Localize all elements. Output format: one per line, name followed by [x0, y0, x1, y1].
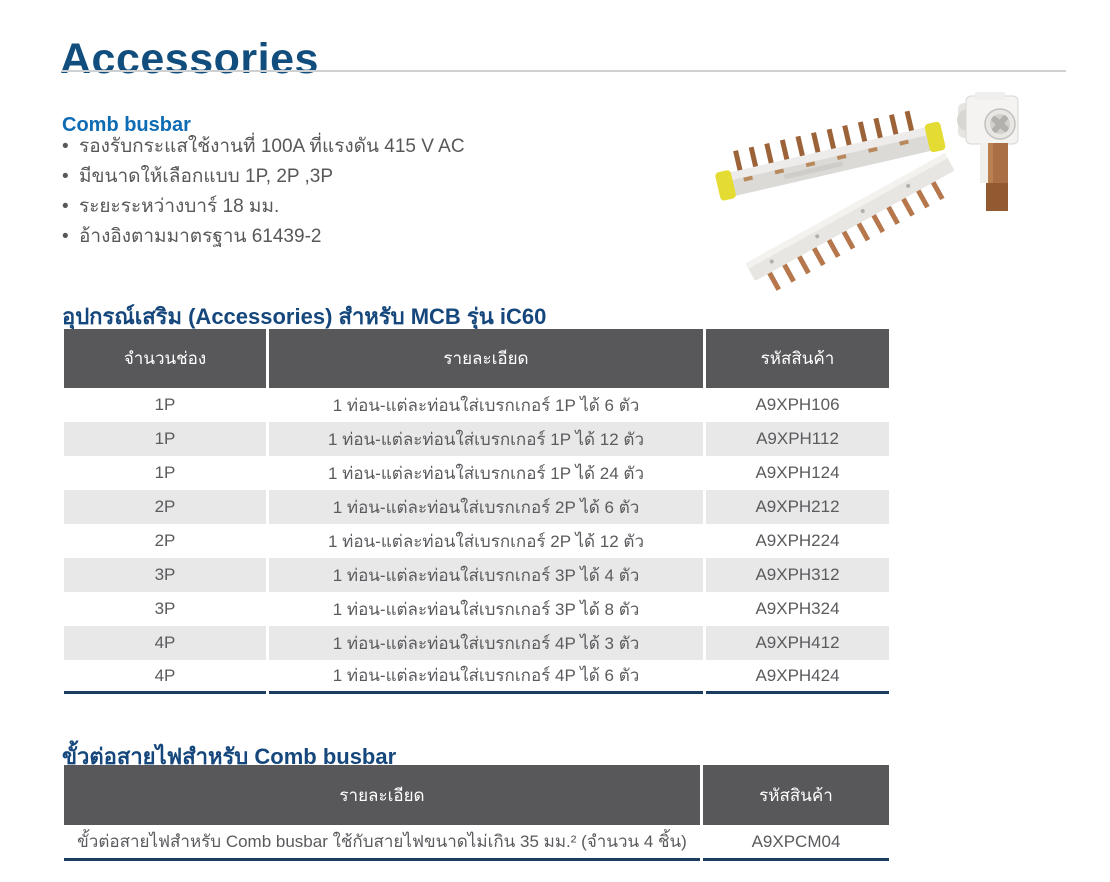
- cell-poles: 1P: [64, 422, 266, 456]
- comb-busbar-photo-bottom: [745, 152, 954, 291]
- cell-description: 1 ท่อน-แต่ละท่อนใส่เบรกเกอร์ 1P ได้ 6 ตั…: [269, 388, 703, 422]
- column-header-product-code: รหัสสินค้า: [703, 765, 889, 825]
- cell-description: 1 ท่อน-แต่ละท่อนใส่เบรกเกอร์ 4P ได้ 3 ตั…: [269, 626, 703, 660]
- cell-product-code: A9XPH412: [706, 626, 889, 660]
- cell-poles: 4P: [64, 626, 266, 660]
- cell-poles: 2P: [64, 524, 266, 558]
- page-title: Accessories: [60, 34, 319, 83]
- cell-description: 1 ท่อน-แต่ละท่อนใส่เบรกเกอร์ 1P ได้ 24 ต…: [269, 456, 703, 490]
- cell-description: 1 ท่อน-แต่ละท่อนใส่เบรกเกอร์ 3P ได้ 4 ตั…: [269, 558, 703, 592]
- cell-product-code: A9XPH124: [706, 456, 889, 490]
- cell-poles: 3P: [64, 592, 266, 626]
- accessories-table-title: อุปกรณ์เสริม (Accessories) สำหรับ MCB รุ…: [62, 304, 547, 330]
- cell-poles: 1P: [64, 456, 266, 490]
- comb-busbar-photo-top: [715, 110, 946, 201]
- cell-description: 1 ท่อน-แต่ละท่อนใส่เบรกเกอร์ 4P ได้ 6 ตั…: [269, 660, 703, 694]
- cell-product-code: A9XPH324: [706, 592, 889, 626]
- column-header-poles: จำนวนช่อง: [64, 329, 266, 388]
- cell-product-code: A9XPH112: [706, 422, 889, 456]
- comb-busbar-heading: Comb busbar: [62, 113, 191, 136]
- accessories-table: จำนวนช่อง รายละเอียด รหัสสินค้า 1P 1 ท่อ…: [64, 329, 889, 694]
- cable-connector-photo: [957, 92, 1019, 211]
- bullet-item: ระยะระหว่างบาร์ 18 มม.: [62, 192, 682, 222]
- cell-poles: 1P: [64, 388, 266, 422]
- cell-product-code: A9XPH106: [706, 388, 889, 422]
- comb-busbar-illustration: [715, 92, 1019, 291]
- cell-poles: 3P: [64, 558, 266, 592]
- cell-poles: 2P: [64, 490, 266, 524]
- column-header-product-code: รหัสสินค้า: [706, 329, 889, 388]
- cell-poles: 4P: [64, 660, 266, 694]
- bullet-item: อ้างอิงตามมาตรฐาน 61439-2: [62, 222, 682, 252]
- feature-bullet-list: รองรับกระแสใช้งานที่ 100A ที่แรงดัน 415 …: [62, 132, 682, 252]
- bullet-item: รองรับกระแสใช้งานที่ 100A ที่แรงดัน 415 …: [62, 132, 682, 162]
- cell-description: ขั้วต่อสายไฟสำหรับ Comb busbar ใช้กับสาย…: [64, 825, 700, 861]
- column-header-description: รายละเอียด: [269, 329, 703, 388]
- column-header-description: รายละเอียด: [64, 765, 700, 825]
- cell-product-code: A9XPH424: [706, 660, 889, 694]
- title-divider: [62, 70, 1066, 72]
- cell-description: 1 ท่อน-แต่ละท่อนใส่เบรกเกอร์ 2P ได้ 6 ตั…: [269, 490, 703, 524]
- cell-product-code: A9XPCM04: [703, 825, 889, 861]
- cell-description: 1 ท่อน-แต่ละท่อนใส่เบรกเกอร์ 3P ได้ 8 ตั…: [269, 592, 703, 626]
- cell-description: 1 ท่อน-แต่ละท่อนใส่เบรกเกอร์ 1P ได้ 12 ต…: [269, 422, 703, 456]
- cell-product-code: A9XPH312: [706, 558, 889, 592]
- bullet-item: มีขนาดให้เลือกแบบ 1P, 2P ,3P: [62, 162, 682, 192]
- connector-table: รายละเอียด รหัสสินค้า ขั้วต่อสายไฟสำหรับ…: [64, 765, 889, 861]
- cell-product-code: A9XPH224: [706, 524, 889, 558]
- cell-product-code: A9XPH212: [706, 490, 889, 524]
- cell-description: 1 ท่อน-แต่ละท่อนใส่เบรกเกอร์ 2P ได้ 12 ต…: [269, 524, 703, 558]
- product-photo-group: [712, 84, 1057, 309]
